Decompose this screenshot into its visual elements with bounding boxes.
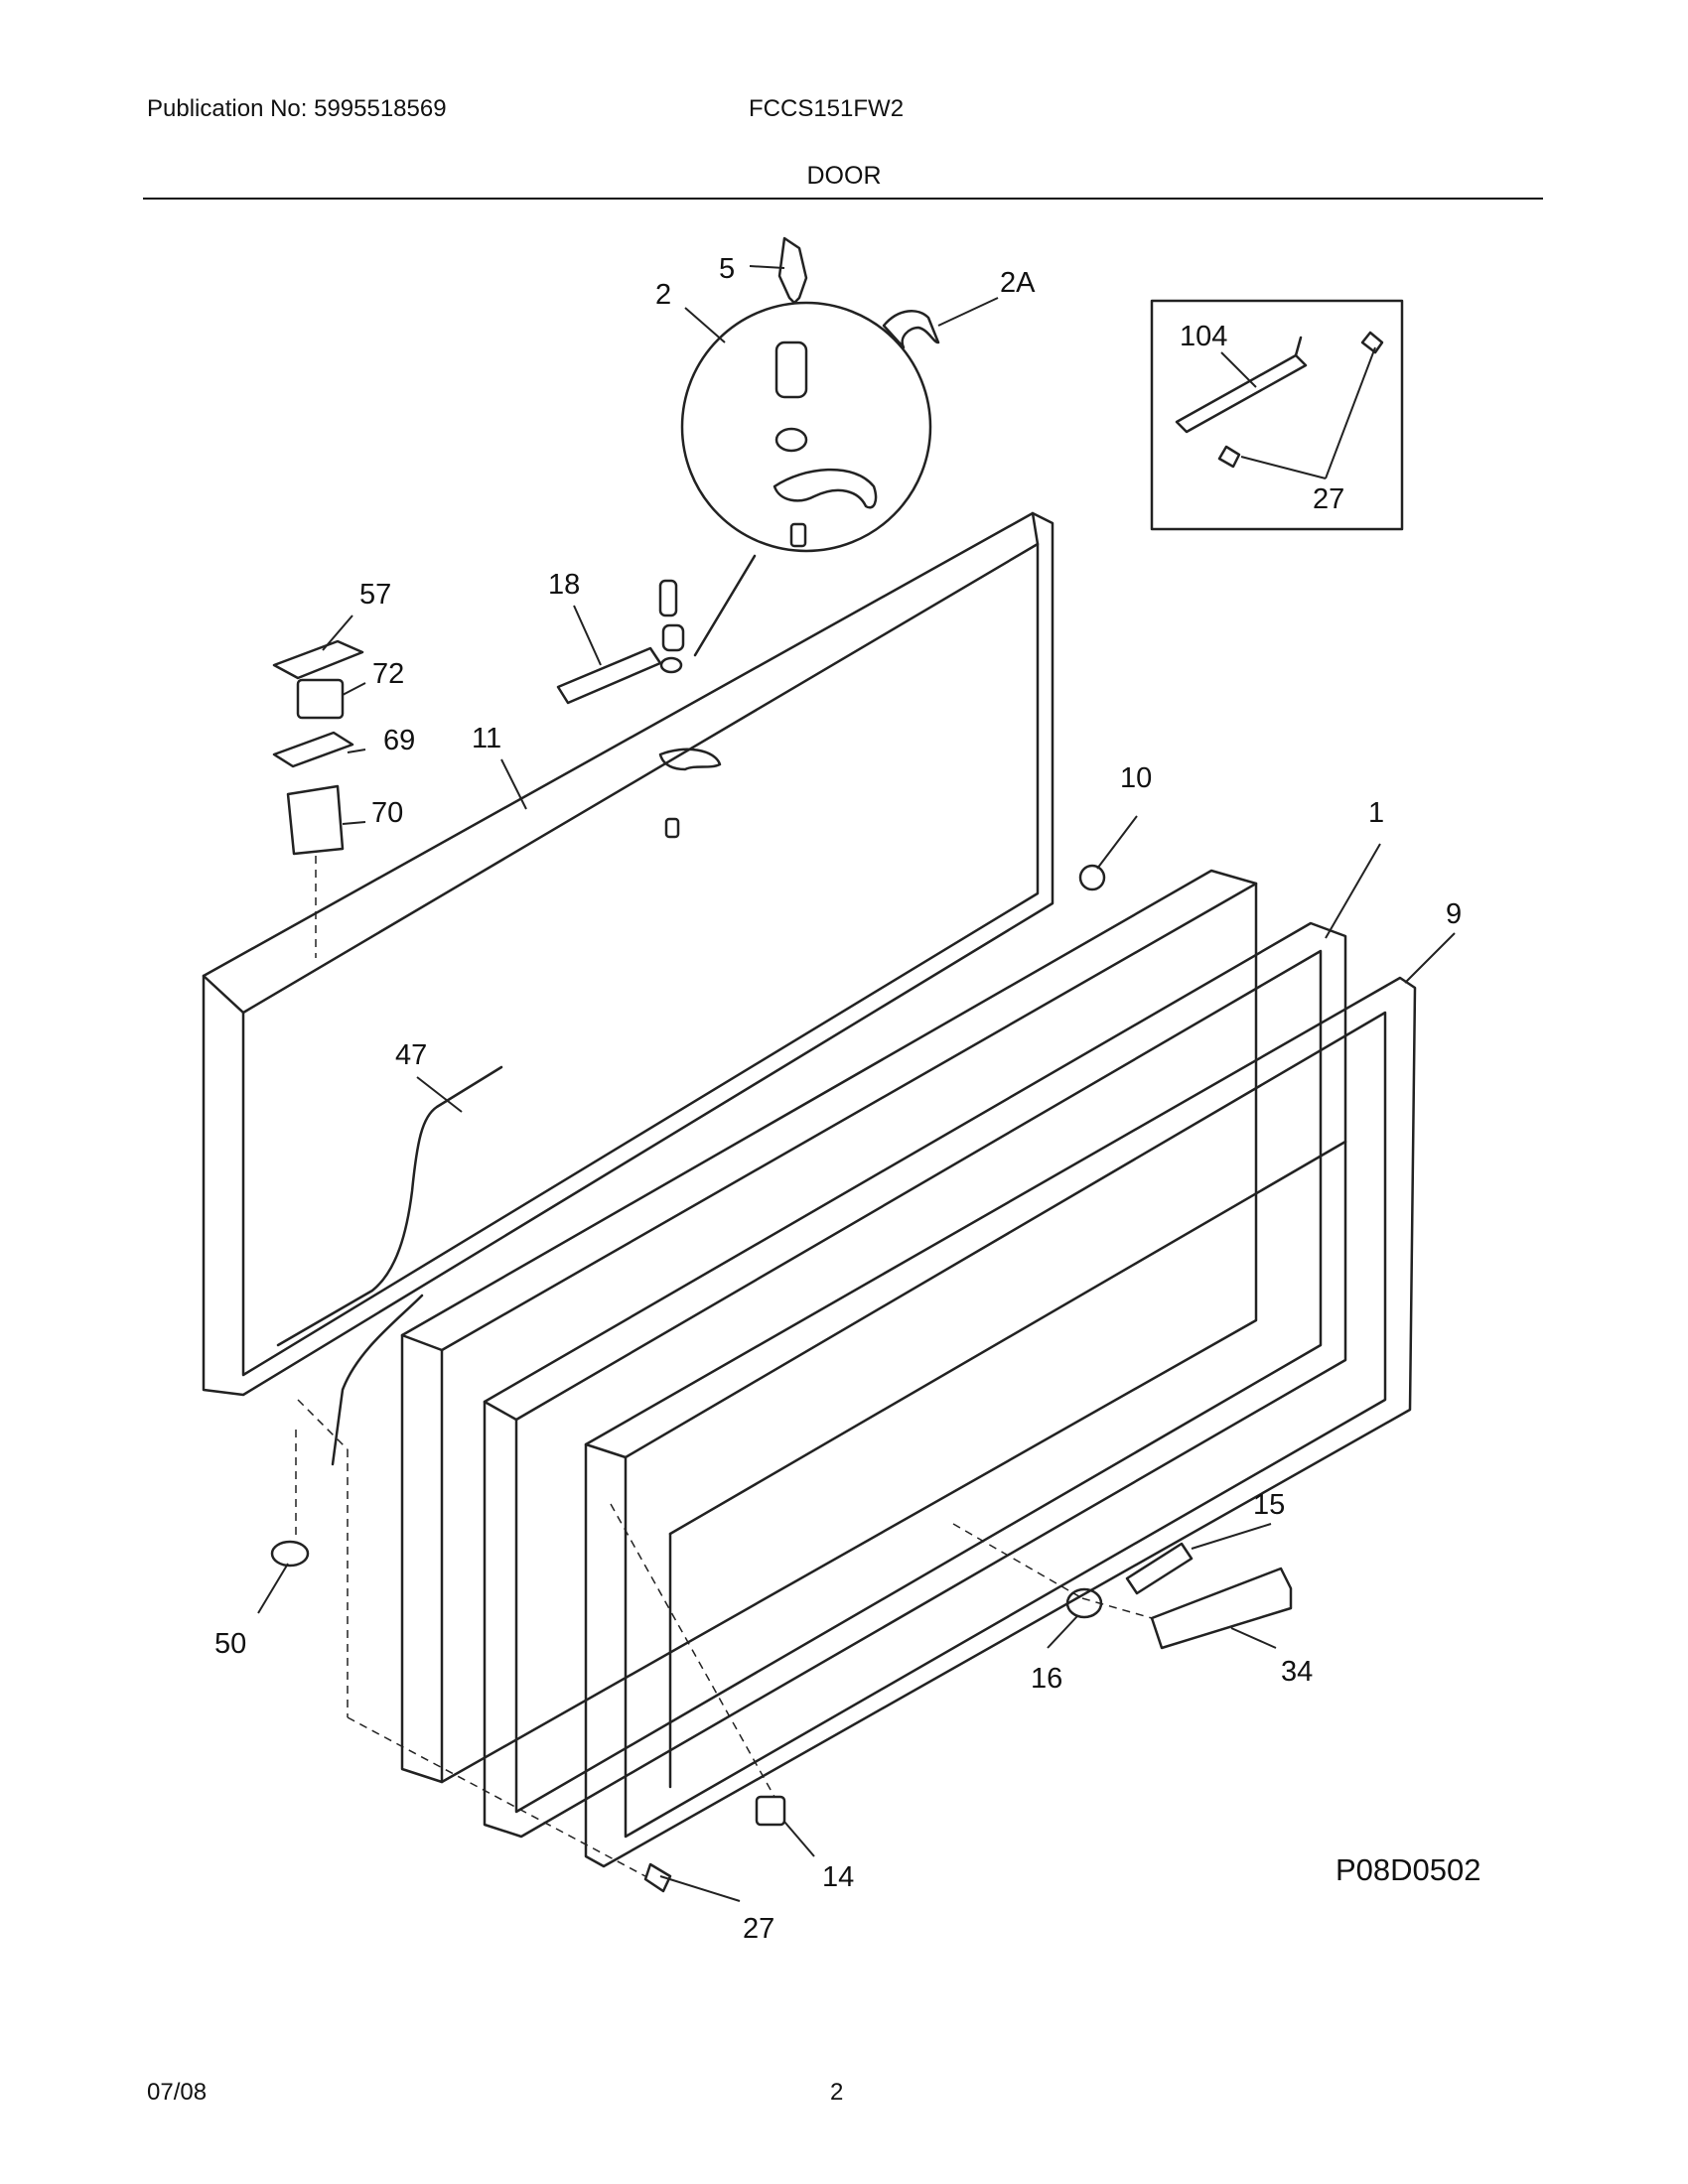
hinge-clip	[882, 310, 940, 349]
section-title: DOOR	[806, 162, 882, 190]
screw-lower	[643, 1862, 672, 1893]
door-hinge-parts	[658, 579, 722, 839]
callout-18: 18	[548, 569, 580, 601]
callout-16: 16	[1031, 1663, 1062, 1695]
handle-cover	[556, 646, 662, 705]
callout-69: 69	[383, 725, 415, 756]
switch-bezel	[272, 731, 354, 768]
footer-date: 07/08	[147, 2079, 208, 2106]
control-panel	[1150, 1567, 1293, 1650]
foot-grommet	[270, 1540, 310, 1568]
callout-labels: 5 2A 2 104 27 57 18 72 69 11 70 10 1 9 4…	[214, 253, 1462, 1945]
power-switch	[296, 678, 345, 720]
screw-inset	[1360, 331, 1384, 354]
callout-57: 57	[359, 579, 391, 611]
callout-11: 11	[472, 723, 501, 754]
callout-10: 10	[1120, 762, 1152, 794]
callout-9: 9	[1446, 898, 1462, 930]
callout-2a: 2A	[1000, 267, 1036, 299]
door-liner-panel	[400, 869, 1258, 1784]
callout-1: 1	[1368, 797, 1384, 829]
hinge-pin	[777, 236, 808, 305]
callout-15: 15	[1253, 1489, 1285, 1521]
door-gasket	[483, 921, 1347, 1839]
callout-5: 5	[719, 253, 735, 285]
bracket-104	[1175, 353, 1308, 434]
callout-47: 47	[395, 1039, 427, 1071]
thermostat-shaft	[1125, 1542, 1194, 1595]
light-switch	[755, 1795, 786, 1827]
callout-27-lower: 27	[743, 1913, 774, 1945]
callout-27-inset: 27	[1313, 483, 1344, 515]
callout-50: 50	[214, 1628, 246, 1660]
label-plate	[272, 639, 364, 680]
inner-door-panel	[584, 976, 1417, 1868]
callout-70: 70	[371, 797, 403, 829]
switch-housing	[286, 784, 345, 856]
door-grommet	[1078, 864, 1106, 891]
inset-box	[1150, 299, 1404, 531]
hinge-detail-circle	[680, 301, 932, 657]
model-number: FCCS151FW2	[749, 95, 905, 122]
page-number: 2	[830, 2079, 844, 2106]
callout-14: 14	[822, 1861, 854, 1893]
heater-wire	[276, 1065, 503, 1347]
callout-104: 104	[1180, 321, 1227, 352]
callout-2: 2	[655, 279, 671, 311]
title-rule	[143, 198, 1543, 200]
callout-34: 34	[1281, 1656, 1313, 1688]
diagram-code: P08D0502	[1336, 1852, 1481, 1887]
callout-72: 72	[372, 658, 404, 690]
publication-number: Publication No: 5995518569	[147, 95, 447, 122]
outer-door-frame	[202, 511, 1055, 1397]
